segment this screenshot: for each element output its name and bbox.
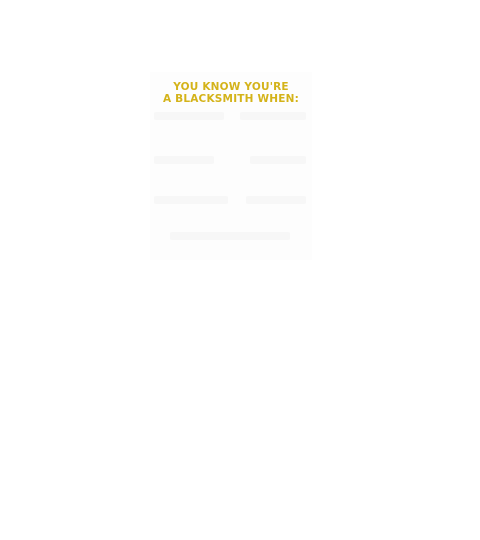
headline-line-2: A BLACKSMITH WHEN: — [162, 93, 300, 105]
tshirt-design-area — [150, 72, 312, 260]
faint-print-mark — [170, 232, 290, 240]
faint-print-mark — [154, 156, 214, 164]
headline-line-1: YOU KNOW YOU'RE — [173, 81, 289, 93]
faint-print-mark — [154, 112, 224, 120]
faint-print-mark — [240, 112, 306, 120]
faint-print-mark — [246, 196, 306, 204]
faint-print-mark — [250, 156, 306, 164]
design-headline: YOU KNOW YOU'RE A BLACKSMITH WHEN: — [150, 81, 312, 105]
faint-print-mark — [154, 196, 228, 204]
